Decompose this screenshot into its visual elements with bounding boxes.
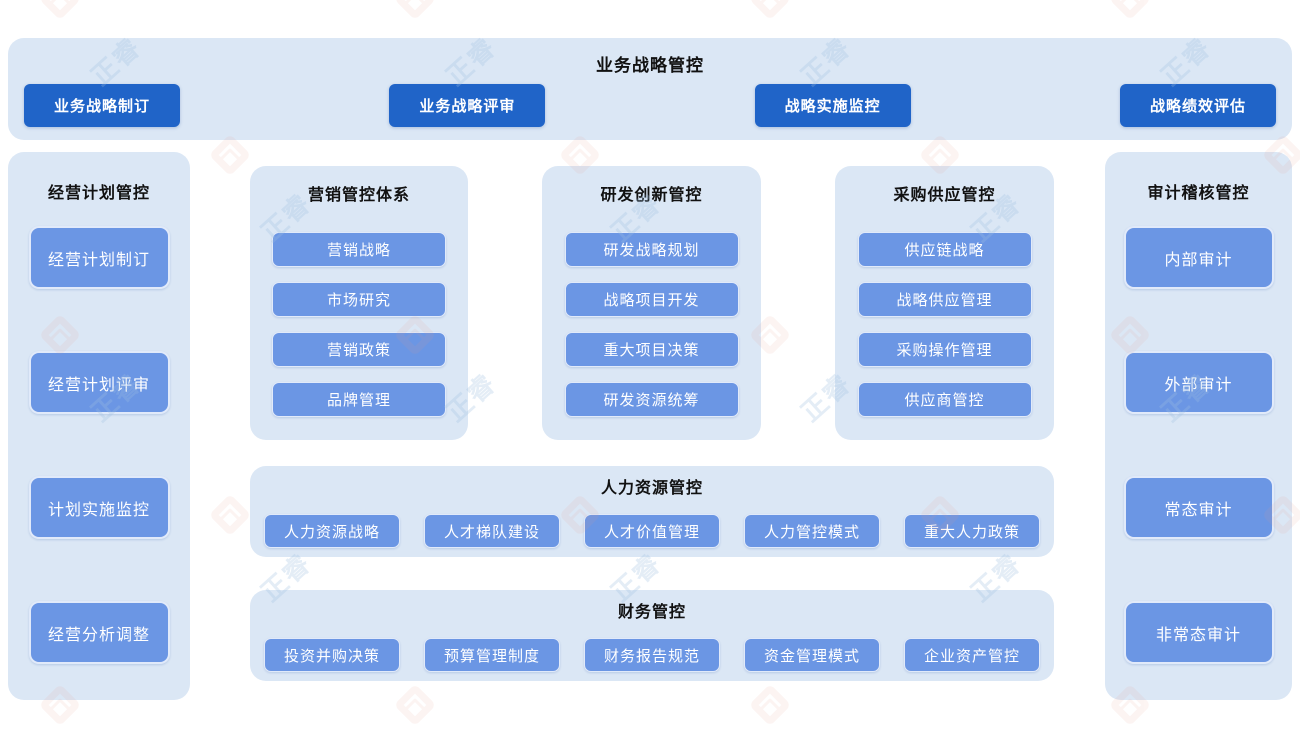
human-resources-item-row: 人力资源战略 人才梯队建设 人才价值管理 人力管控模式 重大人力政策 (264, 514, 1040, 548)
business-strategy-review-button[interactable]: 业务战略评审 (389, 84, 546, 127)
panel-item-button[interactable]: 投资并购决策 (264, 638, 400, 672)
panel-item-button[interactable]: 人力资源战略 (264, 514, 400, 548)
panel-item-button[interactable]: 研发资源统筹 (564, 382, 739, 417)
finance-control-panel: 财务管控 投资并购决策 预算管理制度 财务报告规范 资金管理模式 企业资产管控 (250, 590, 1054, 681)
finance-control-panel-title: 财务管控 (617, 604, 686, 621)
panel-item-button[interactable]: 营销战略 (272, 232, 446, 267)
rnd-innovation-panel-title: 研发创新管控 (600, 187, 703, 204)
panel-item-button[interactable]: 市场研究 (272, 282, 446, 317)
business-strategy-panel: 业务战略管控 业务战略制订 业务战略评审 战略实施监控 战略绩效评估 (8, 38, 1292, 140)
watermark-logo-icon (1108, 0, 1152, 21)
procurement-supply-panel-title: 采购供应管控 (893, 187, 996, 204)
panel-item-button[interactable]: 重大项目决策 (564, 332, 739, 367)
watermark-logo-icon (748, 0, 792, 21)
marketing-control-panel: 营销管控体系 营销战略 市场研究 营销政策 品牌管理 (250, 166, 468, 440)
panel-item-button[interactable]: 重大人力政策 (904, 514, 1040, 548)
panel-item-button[interactable]: 战略项目开发 (564, 282, 739, 317)
panel-item-button[interactable]: 计划实施监控 (28, 476, 170, 539)
audit-panel-title: 审计稽核管控 (1147, 185, 1250, 202)
panel-item-button[interactable]: 常态审计 (1123, 476, 1274, 539)
watermark-logo-icon (208, 133, 252, 177)
marketing-item-list: 营销战略 市场研究 营销政策 品牌管理 (250, 232, 468, 417)
panel-item-button[interactable]: 外部审计 (1123, 351, 1274, 414)
panel-item-button[interactable]: 财务报告规范 (584, 638, 720, 672)
procurement-supply-panel: 采购供应管控 供应链战略 战略供应管理 采购操作管理 供应商管控 (835, 166, 1054, 440)
panel-item-button[interactable]: 营销政策 (272, 332, 446, 367)
panel-item-button[interactable]: 供应链战略 (857, 232, 1032, 267)
operating-plan-panel-title: 经营计划管控 (47, 185, 150, 202)
operating-plan-item-list: 经营计划制订 经营计划评审 计划实施监控 经营分析调整 (8, 226, 190, 664)
watermark-logo-icon (208, 493, 252, 537)
business-strategy-panel-title: 业务战略管控 (596, 56, 704, 75)
watermark-logo-icon (393, 0, 437, 21)
human-resources-panel: 人力资源管控 人力资源战略 人才梯队建设 人才价值管理 人力管控模式 重大人力政… (250, 466, 1054, 557)
audit-panel: 审计稽核管控 内部审计 外部审计 常态审计 非常态审计 (1105, 152, 1292, 700)
panel-item-button[interactable]: 采购操作管理 (857, 332, 1032, 367)
panel-item-button[interactable]: 预算管理制度 (424, 638, 560, 672)
panel-item-button[interactable]: 资金管理模式 (744, 638, 880, 672)
panel-item-button[interactable]: 经营计划评审 (28, 351, 170, 414)
procurement-item-list: 供应链战略 战略供应管理 采购操作管理 供应商管控 (835, 232, 1054, 417)
panel-item-button[interactable]: 人才梯队建设 (424, 514, 560, 548)
watermark-logo-icon (393, 683, 437, 727)
marketing-control-panel-title: 营销管控体系 (307, 187, 410, 204)
panel-item-button[interactable]: 经营分析调整 (28, 601, 170, 664)
watermark-logo-icon (38, 0, 82, 21)
panel-item-button[interactable]: 经营计划制订 (28, 226, 170, 289)
business-strategy-formulation-button[interactable]: 业务战略制订 (24, 84, 180, 127)
rnd-innovation-panel: 研发创新管控 研发战略规划 战略项目开发 重大项目决策 研发资源统筹 (542, 166, 761, 440)
panel-item-button[interactable]: 人力管控模式 (744, 514, 880, 548)
panel-item-button[interactable]: 企业资产管控 (904, 638, 1040, 672)
rnd-item-list: 研发战略规划 战略项目开发 重大项目决策 研发资源统筹 (542, 232, 761, 417)
panel-item-button[interactable]: 研发战略规划 (564, 232, 739, 267)
panel-item-button[interactable]: 人才价值管理 (584, 514, 720, 548)
panel-item-button[interactable]: 内部审计 (1123, 226, 1274, 289)
finance-item-row: 投资并购决策 预算管理制度 财务报告规范 资金管理模式 企业资产管控 (264, 638, 1040, 672)
watermark-logo-icon (748, 683, 792, 727)
business-strategy-button-row: 业务战略制订 业务战略评审 战略实施监控 战略绩效评估 (24, 84, 1276, 127)
human-resources-panel-title: 人力资源管控 (600, 480, 703, 497)
panel-item-button[interactable]: 非常态审计 (1123, 601, 1274, 664)
strategy-performance-evaluation-button[interactable]: 战略绩效评估 (1119, 84, 1276, 127)
operating-plan-panel: 经营计划管控 经营计划制订 经营计划评审 计划实施监控 经营分析调整 (8, 152, 190, 700)
panel-item-button[interactable]: 供应商管控 (857, 382, 1032, 417)
panel-item-button[interactable]: 品牌管理 (272, 382, 446, 417)
audit-item-list: 内部审计 外部审计 常态审计 非常态审计 (1105, 226, 1292, 664)
strategy-implementation-monitoring-button[interactable]: 战略实施监控 (754, 84, 911, 127)
panel-item-button[interactable]: 战略供应管理 (857, 282, 1032, 317)
